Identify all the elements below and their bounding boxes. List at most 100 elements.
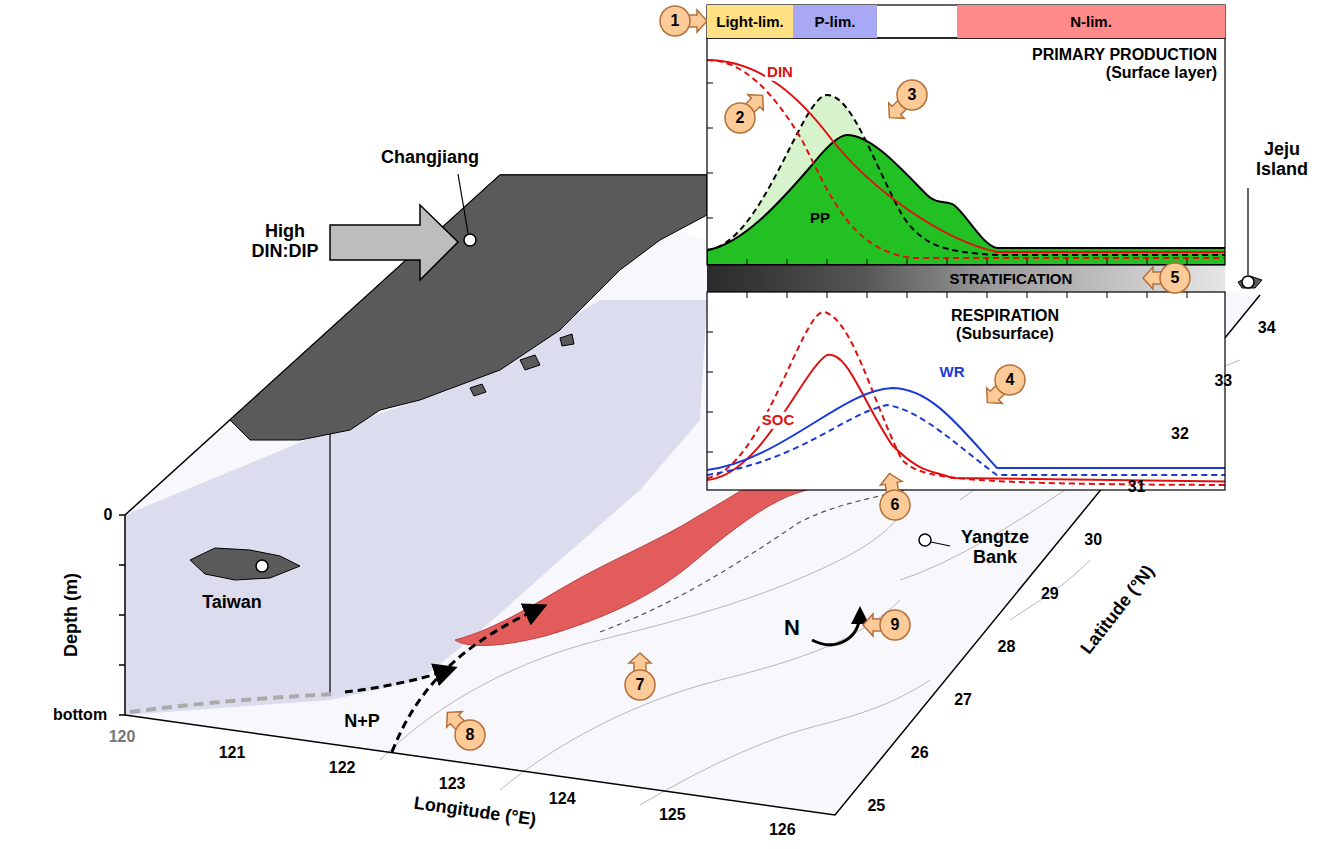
taiwan-island bbox=[190, 548, 300, 580]
place-marker bbox=[919, 534, 931, 546]
callout-marker bbox=[977, 359, 1031, 413]
tick bbox=[787, 259, 788, 265]
place-label: Changjiang bbox=[381, 148, 479, 168]
callout-number: 3 bbox=[908, 86, 917, 104]
axis-tick-label: 32 bbox=[1171, 426, 1189, 444]
tick bbox=[1187, 259, 1188, 265]
panel-frame bbox=[707, 38, 1225, 265]
callout-number: 1 bbox=[671, 12, 680, 30]
tick bbox=[707, 218, 713, 219]
place-label: Yangtze Bank bbox=[954, 528, 1036, 568]
leader-line bbox=[1247, 188, 1248, 275]
leader-line bbox=[931, 542, 950, 546]
place-marker bbox=[1242, 276, 1254, 288]
axis-tick-label: 27 bbox=[954, 691, 972, 709]
callout-circle bbox=[891, 74, 933, 116]
callout-marker bbox=[879, 74, 933, 128]
pp-curves bbox=[707, 60, 1225, 265]
tick bbox=[707, 332, 713, 333]
tick bbox=[1067, 259, 1068, 265]
axis-tick-label: 124 bbox=[549, 790, 576, 808]
axis-tick-label: 122 bbox=[329, 759, 356, 777]
flux-label: N+P bbox=[344, 712, 380, 732]
callout-marker bbox=[437, 702, 491, 756]
tick bbox=[707, 452, 713, 453]
callout-number: 8 bbox=[466, 726, 475, 744]
callout-circle bbox=[719, 97, 761, 139]
callout-circle bbox=[878, 488, 913, 523]
limitation-band: P-lim. bbox=[793, 5, 877, 38]
axis-tick-label: 26 bbox=[911, 744, 929, 762]
tick bbox=[867, 292, 868, 298]
curve-label: SOC bbox=[760, 412, 797, 429]
leader-line bbox=[458, 174, 468, 233]
stratification-band: STRATIFICATION bbox=[707, 265, 1225, 292]
axis-title: Depth (m) bbox=[62, 573, 82, 657]
callout-number: 5 bbox=[1171, 269, 1180, 287]
tick bbox=[1187, 292, 1188, 298]
axis-title: Latitude (°N) bbox=[1077, 562, 1159, 659]
axis-title: Longitude (°E) bbox=[413, 794, 538, 831]
callout-number: 2 bbox=[736, 109, 745, 127]
panel-title: PRIMARY PRODUCTION (Surface layer) bbox=[1007, 46, 1217, 81]
tick bbox=[747, 259, 748, 265]
axis-ticks bbox=[707, 83, 1187, 452]
mainland bbox=[230, 175, 707, 440]
tick bbox=[947, 259, 948, 265]
callout-marker bbox=[625, 653, 655, 700]
recycling-arrow bbox=[812, 612, 860, 645]
axis-tick-label: 30 bbox=[1084, 532, 1102, 550]
axis-tick-label: 31 bbox=[1128, 479, 1146, 497]
jeju-island bbox=[1238, 276, 1262, 288]
band-label: N-lim. bbox=[1070, 13, 1112, 30]
callout-circle bbox=[989, 359, 1031, 401]
tick bbox=[1107, 259, 1108, 265]
callout-number: 9 bbox=[891, 616, 900, 634]
tick bbox=[1147, 292, 1148, 298]
axis-tick-label: 28 bbox=[998, 638, 1016, 656]
callout-circle bbox=[625, 670, 655, 700]
place-marker bbox=[256, 560, 268, 572]
current-arrow bbox=[392, 607, 542, 752]
band-label: P-lim. bbox=[815, 13, 856, 30]
tick bbox=[707, 173, 713, 174]
tick bbox=[747, 292, 748, 298]
tick bbox=[947, 292, 948, 298]
tick bbox=[987, 259, 988, 265]
callout-number: 7 bbox=[636, 676, 645, 694]
tick bbox=[1107, 292, 1108, 298]
current-path bbox=[130, 694, 335, 712]
callout-circle bbox=[880, 610, 910, 640]
band-label: Light-lim. bbox=[716, 13, 784, 30]
axis-tick-label: bottom bbox=[53, 706, 107, 724]
frame-edge bbox=[329, 425, 330, 695]
tick bbox=[1147, 259, 1148, 265]
tick bbox=[1067, 292, 1068, 298]
curve-label: DIN bbox=[765, 64, 795, 81]
panel-frame bbox=[707, 292, 1225, 490]
seafloor bbox=[125, 175, 1260, 815]
input-arrow bbox=[330, 205, 458, 280]
tick bbox=[1027, 259, 1028, 265]
bar-frame bbox=[707, 5, 1225, 38]
axis-tick-label: 33 bbox=[1214, 372, 1232, 390]
axis-tick-label: 25 bbox=[867, 797, 885, 815]
callout-circle bbox=[1160, 263, 1190, 293]
panel-title: RESPIRATION (Subsurface) bbox=[930, 307, 1080, 342]
callout-marker bbox=[875, 471, 913, 522]
curve-label: PP bbox=[810, 210, 830, 227]
tick bbox=[707, 83, 713, 84]
tick bbox=[907, 259, 908, 265]
stratification-band bbox=[707, 265, 1225, 292]
flux-label: N bbox=[784, 616, 800, 640]
callout-circle bbox=[449, 714, 491, 756]
tick bbox=[707, 372, 713, 373]
curve-label: WR bbox=[938, 364, 967, 381]
callout-marker bbox=[719, 85, 773, 139]
tick bbox=[707, 412, 713, 413]
callout-circle bbox=[660, 6, 690, 36]
callout-group bbox=[437, 6, 1190, 756]
input-label: High DIN:DIP bbox=[240, 222, 330, 262]
